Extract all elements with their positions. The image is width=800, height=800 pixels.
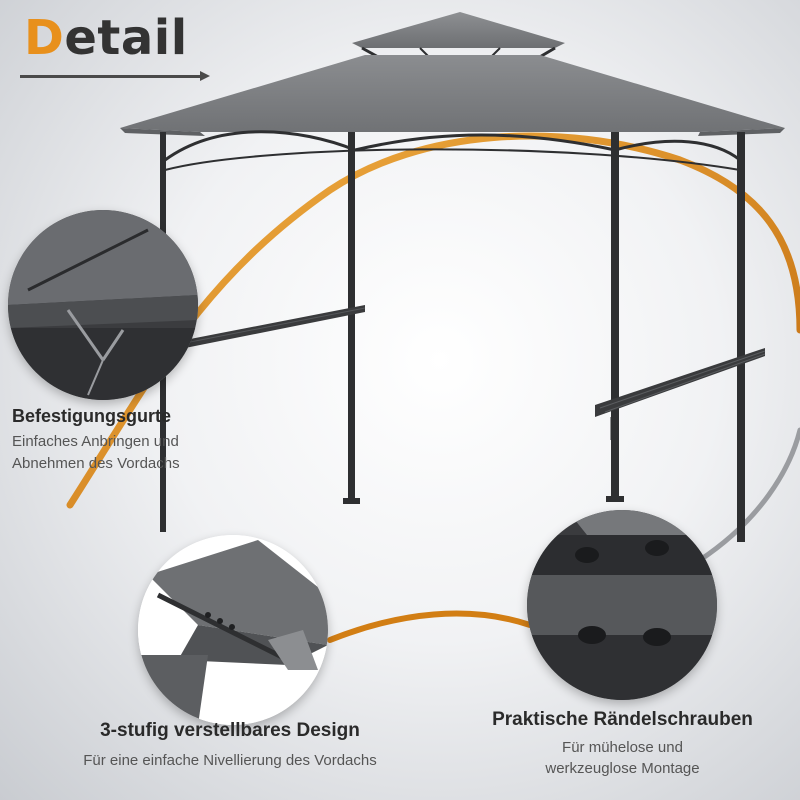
post-right-back: [737, 132, 745, 542]
main-canopy: [120, 55, 785, 132]
post-right-front: [611, 132, 619, 502]
shelf-left: [185, 305, 365, 348]
top-canopy: [352, 12, 565, 48]
orange-swoosh-lower: [327, 610, 533, 643]
feature-desc-line: Für mühelose und: [562, 739, 683, 756]
post-mid: [348, 132, 355, 502]
feature-adjustable-design: 3-stufig verstellbares Design Für eine e…: [20, 718, 440, 772]
feature-desc-line: Für eine einfache Nivellierung des Vorda…: [83, 752, 377, 769]
feature-title: Praktische Rändelschrauben: [492, 709, 753, 730]
detail-circle-thumb-screws: [527, 510, 717, 700]
feature-thumb-screws: Praktische Rändelschrauben Für mühelose …: [445, 707, 800, 779]
headline-rest: etail: [64, 10, 188, 66]
feature-desc-line: Einfaches Anbringen und: [12, 433, 179, 450]
feature-straps: Befestigungsgurte Einfaches Anbringen un…: [12, 405, 272, 475]
feature-title: Befestigungsgurte: [12, 406, 172, 426]
feature-desc-line: Abnehmen des Vordachs: [12, 455, 180, 472]
feature-desc-line: werkzeuglose Montage: [545, 760, 700, 777]
arrow-right-icon: [200, 71, 210, 81]
headline: Detail: [24, 6, 188, 70]
headline-first-letter: D: [24, 10, 65, 66]
headline-underline: [20, 75, 206, 78]
detail-circle-straps: [8, 210, 198, 400]
gray-swoosh: [697, 427, 800, 563]
feature-title: 3-stufig verstellbares Design: [100, 720, 360, 741]
detail-circle-adjustment: [138, 535, 328, 725]
